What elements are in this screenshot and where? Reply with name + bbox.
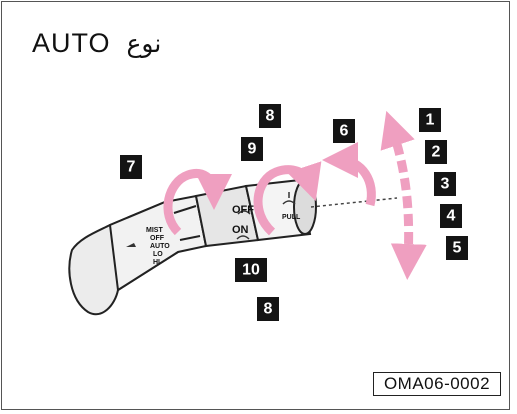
badge-1: 1 bbox=[419, 108, 441, 132]
washer-icon-front bbox=[237, 210, 251, 215]
switch-labels: OFF ON PULL MIST OFF AUTO LO HI bbox=[146, 204, 301, 266]
label-off: OFF bbox=[232, 204, 254, 216]
rotation-arrows bbox=[163, 110, 427, 280]
svg-text:7: 7 bbox=[127, 159, 136, 176]
figure-code: OMA06-0002 bbox=[373, 372, 501, 396]
svg-text:3: 3 bbox=[441, 176, 450, 193]
number-badges: 1 2 3 4 5 6 7 8 9 10 8 bbox=[120, 104, 468, 321]
lever-axis-line bbox=[310, 197, 398, 208]
svg-text:8: 8 bbox=[264, 301, 273, 318]
wiper-icon-small bbox=[126, 243, 136, 247]
svg-text:9: 9 bbox=[248, 141, 257, 158]
label-hi: HI bbox=[153, 259, 160, 266]
svg-text:10: 10 bbox=[242, 262, 260, 279]
label-lo: LO bbox=[153, 251, 163, 258]
badge-3: 3 bbox=[434, 172, 456, 196]
label-on: ON bbox=[232, 224, 249, 236]
badge-6: 6 bbox=[333, 119, 355, 143]
badge-5: 5 bbox=[446, 236, 468, 260]
badge-8-bottom: 8 bbox=[257, 297, 279, 321]
title-latin: AUTO bbox=[32, 28, 111, 58]
title-arabic: نوع bbox=[126, 29, 162, 58]
badge-7: 7 bbox=[120, 155, 142, 179]
svg-text:4: 4 bbox=[447, 208, 456, 225]
rotation-arrow-7 bbox=[163, 169, 232, 236]
label-pull: PULL bbox=[282, 214, 301, 221]
page-title: AUTO نوع bbox=[32, 28, 161, 59]
pull-arrow-6 bbox=[322, 142, 376, 207]
badge-10: 10 bbox=[235, 258, 267, 282]
badge-9: 9 bbox=[241, 137, 263, 161]
svg-text:2: 2 bbox=[432, 144, 441, 161]
svg-text:5: 5 bbox=[453, 240, 462, 257]
rotation-arrow-9 bbox=[253, 161, 322, 236]
vertical-arrow-1-5 bbox=[380, 110, 427, 280]
label-mist: MIST bbox=[146, 227, 163, 234]
badge-8-top: 8 bbox=[259, 104, 281, 128]
washer-icon-rear bbox=[236, 235, 250, 240]
badge-4: 4 bbox=[440, 204, 462, 228]
badge-2: 2 bbox=[425, 140, 447, 164]
wiper-lever bbox=[68, 178, 317, 316]
label-auto: AUTO bbox=[150, 243, 170, 250]
svg-text:6: 6 bbox=[340, 123, 349, 140]
svg-text:1: 1 bbox=[426, 112, 435, 129]
label-off-small: OFF bbox=[150, 235, 165, 242]
svg-text:8: 8 bbox=[266, 108, 275, 125]
